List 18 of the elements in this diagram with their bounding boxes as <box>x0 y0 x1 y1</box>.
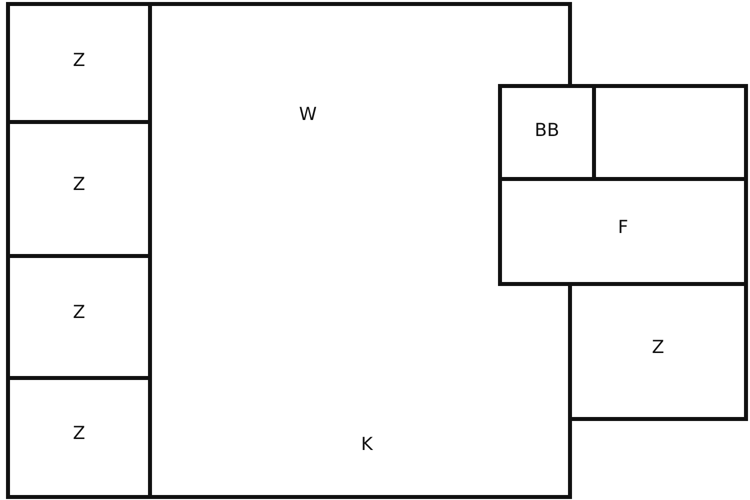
room-label: Z <box>72 424 86 442</box>
room <box>498 84 596 181</box>
room-label: W <box>299 106 317 124</box>
room-label: Z <box>72 176 86 194</box>
room <box>6 258 148 380</box>
room <box>498 181 748 286</box>
room <box>568 286 748 421</box>
room-label: Z <box>652 338 664 356</box>
room <box>6 124 148 258</box>
room-label: K <box>361 436 373 454</box>
room-label: Z <box>72 304 86 322</box>
room-label: Z <box>72 52 86 70</box>
room <box>148 2 498 499</box>
room <box>6 2 148 124</box>
room-label: F <box>618 218 628 236</box>
room <box>6 380 148 499</box>
room-label: BB <box>534 122 560 140</box>
room <box>596 84 748 181</box>
